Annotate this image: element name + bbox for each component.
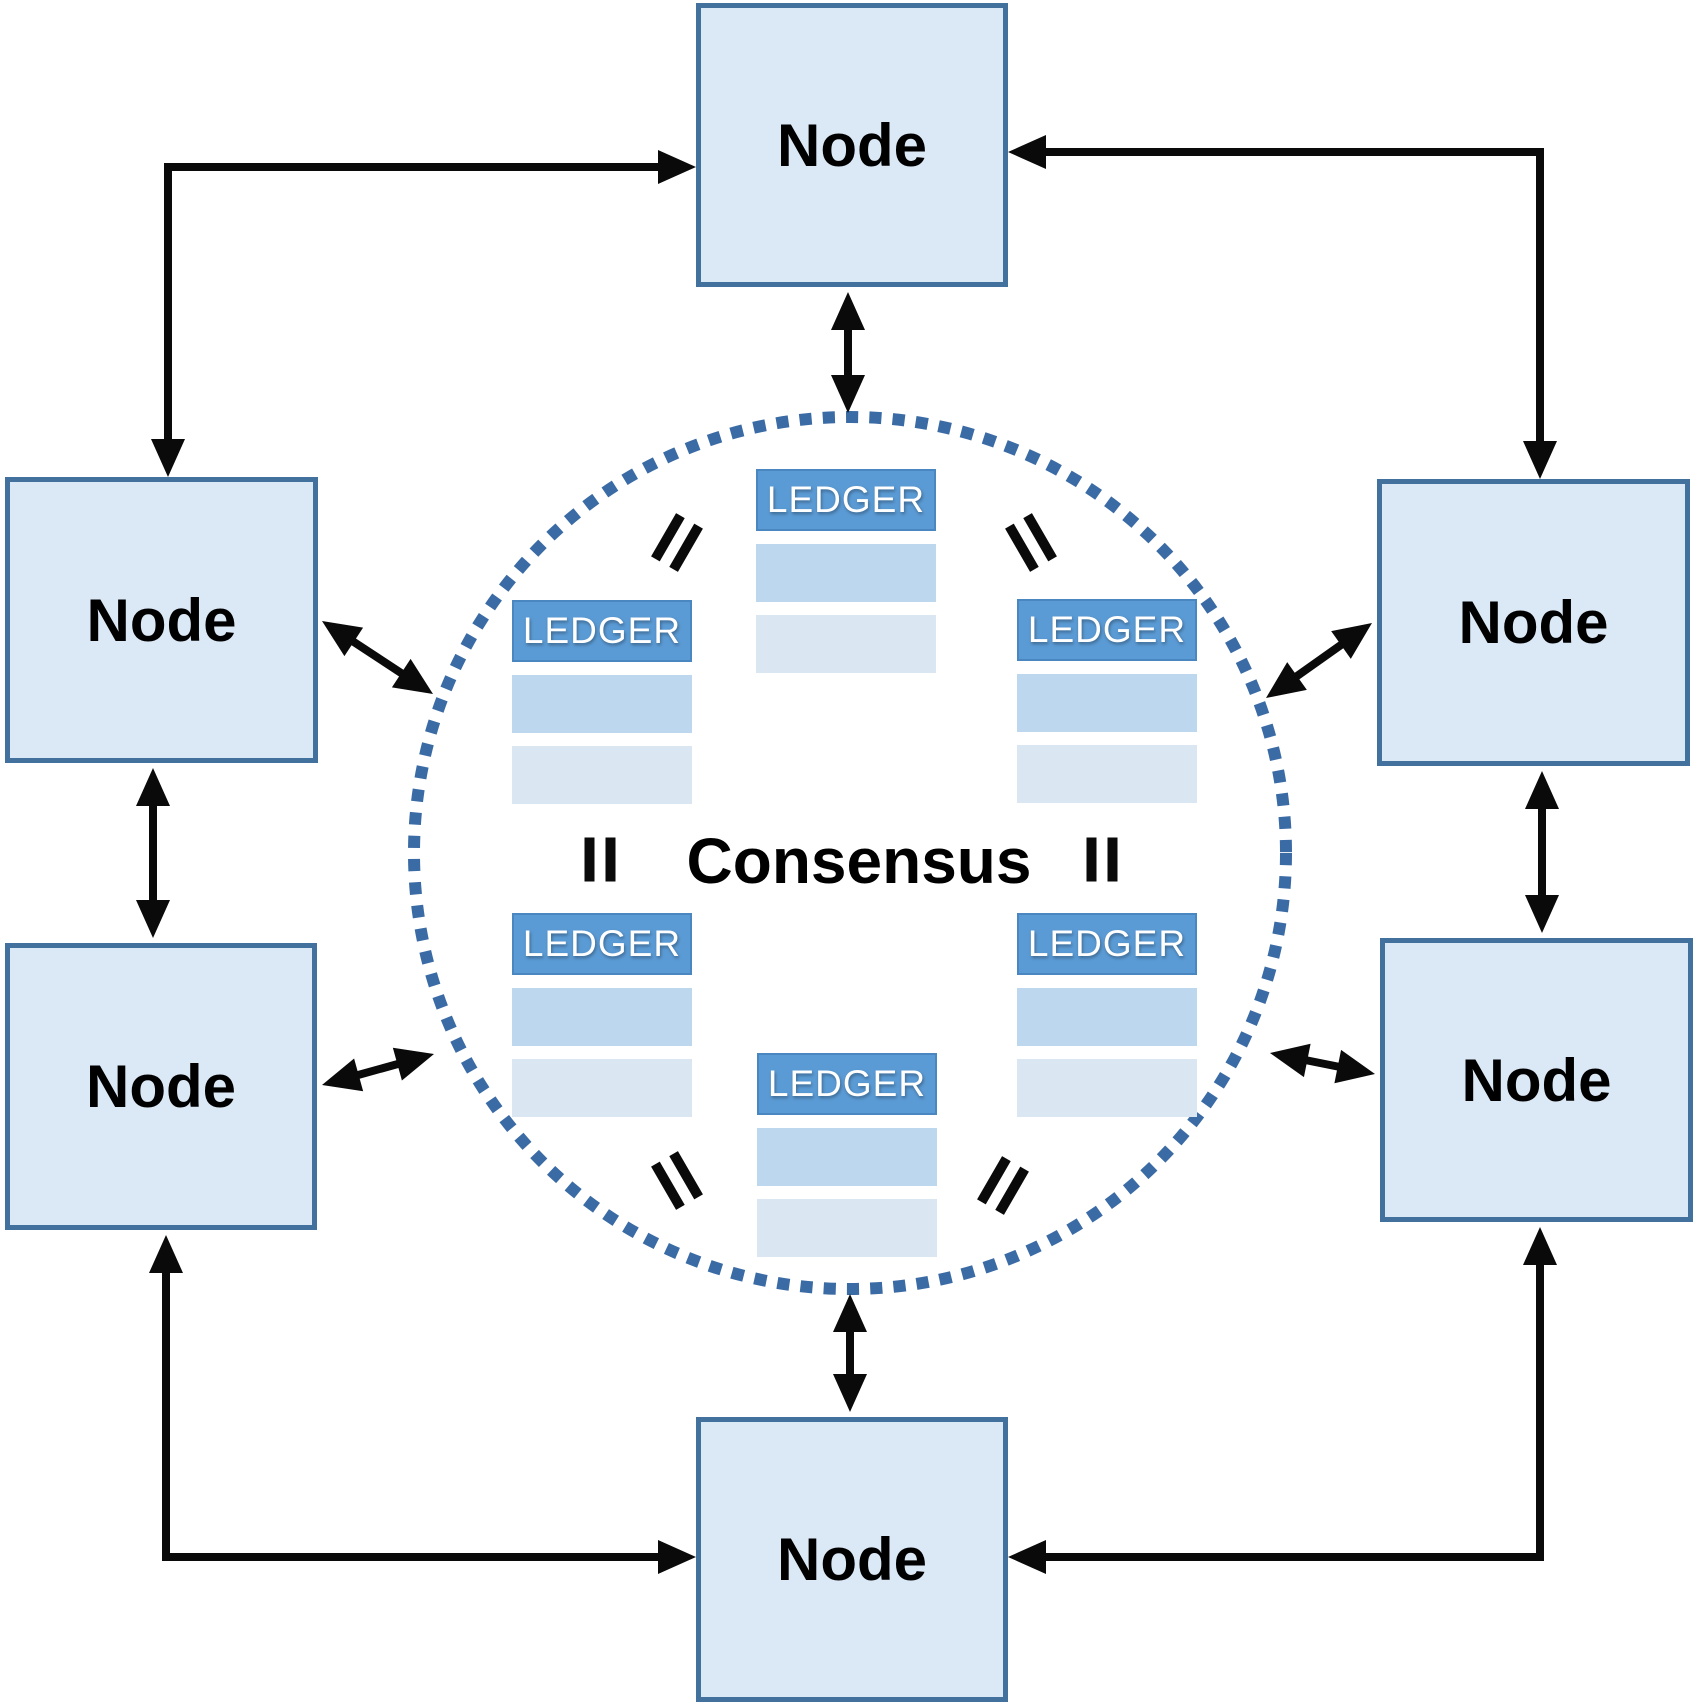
equals-bar bbox=[605, 837, 616, 882]
ledger-header: LEDGER bbox=[512, 913, 692, 975]
node-label: Node bbox=[777, 1526, 927, 1593]
arrow-left-upper-circle bbox=[322, 621, 433, 694]
ledger-header: LEDGER bbox=[1017, 599, 1197, 661]
elbow-arrow-bottom-right bbox=[1008, 1227, 1557, 1574]
arrow-bottom-node-circle bbox=[833, 1294, 867, 1412]
arrow-top-node-circle bbox=[831, 292, 865, 413]
ledger-row bbox=[1017, 1059, 1197, 1117]
arrow-right-nodes bbox=[1525, 771, 1559, 933]
ledger-table-bottom: LEDGER bbox=[757, 1053, 937, 1257]
ledger-row bbox=[756, 615, 936, 673]
node-label: Node bbox=[1461, 1046, 1612, 1114]
ledger-label: LEDGER bbox=[1027, 923, 1187, 964]
ledger-table-north-east: LEDGER bbox=[1017, 599, 1197, 803]
ledger-row bbox=[512, 746, 692, 804]
arrow-right-upper-circle bbox=[1266, 623, 1372, 698]
node-box-right-lower: Node bbox=[1380, 938, 1693, 1222]
ledger-label: LEDGER bbox=[522, 610, 682, 651]
ledger-row bbox=[757, 1128, 937, 1186]
arrow-left-lower-circle bbox=[322, 1047, 434, 1092]
ledger-row bbox=[1017, 988, 1197, 1046]
node-label: Node bbox=[777, 111, 927, 179]
node-label: Node bbox=[86, 1053, 236, 1120]
consensus-dotted-circle bbox=[408, 411, 1292, 1295]
ledger-header: LEDGER bbox=[512, 600, 692, 662]
equals-bar bbox=[584, 837, 595, 882]
arrow-right-lower-circle bbox=[1270, 1043, 1375, 1084]
node-box-top: Node bbox=[696, 3, 1008, 287]
node-box-left-upper: Node bbox=[5, 477, 318, 763]
ledger-label: LEDGER bbox=[1027, 609, 1187, 650]
ledger-table-south-west: LEDGER bbox=[512, 913, 692, 1117]
elbow-arrow-top-left bbox=[151, 150, 696, 477]
ledger-label: LEDGER bbox=[522, 923, 682, 964]
ledger-table-north-west: LEDGER bbox=[512, 600, 692, 804]
node-box-left-lower: Node bbox=[5, 943, 317, 1230]
ledger-row bbox=[757, 1199, 937, 1257]
consensus-title: Consensus bbox=[639, 820, 1079, 902]
equals-bar bbox=[1107, 837, 1118, 882]
arrow-left-nodes bbox=[136, 768, 170, 938]
node-label: Node bbox=[86, 586, 237, 654]
elbow-arrow-bottom-left bbox=[149, 1235, 696, 1574]
node-label: Node bbox=[1458, 589, 1609, 656]
ledger-header: LEDGER bbox=[1017, 913, 1197, 975]
ledger-row bbox=[512, 675, 692, 733]
ledger-row bbox=[1017, 674, 1197, 732]
consensus-label: Consensus bbox=[686, 825, 1032, 897]
node-box-right-upper: Node bbox=[1377, 479, 1690, 766]
ledger-header: LEDGER bbox=[756, 469, 936, 531]
elbow-arrow-top-right bbox=[1008, 135, 1557, 479]
ledger-label: LEDGER bbox=[767, 1063, 927, 1104]
ledger-row bbox=[512, 1059, 692, 1117]
equals-icon-right-of-consensus bbox=[1086, 837, 1118, 882]
equals-bar bbox=[1086, 837, 1097, 882]
equals-icon-left-of-consensus bbox=[584, 837, 616, 882]
ledger-row bbox=[756, 544, 936, 602]
ledger-row bbox=[1017, 745, 1197, 803]
ledger-table-south-east: LEDGER bbox=[1017, 913, 1197, 1117]
ledger-label: LEDGER bbox=[766, 479, 926, 520]
ledger-header: LEDGER bbox=[757, 1053, 937, 1115]
ledger-table-top: LEDGER bbox=[756, 469, 936, 673]
ledger-row bbox=[512, 988, 692, 1046]
node-box-bottom: Node bbox=[696, 1417, 1008, 1702]
